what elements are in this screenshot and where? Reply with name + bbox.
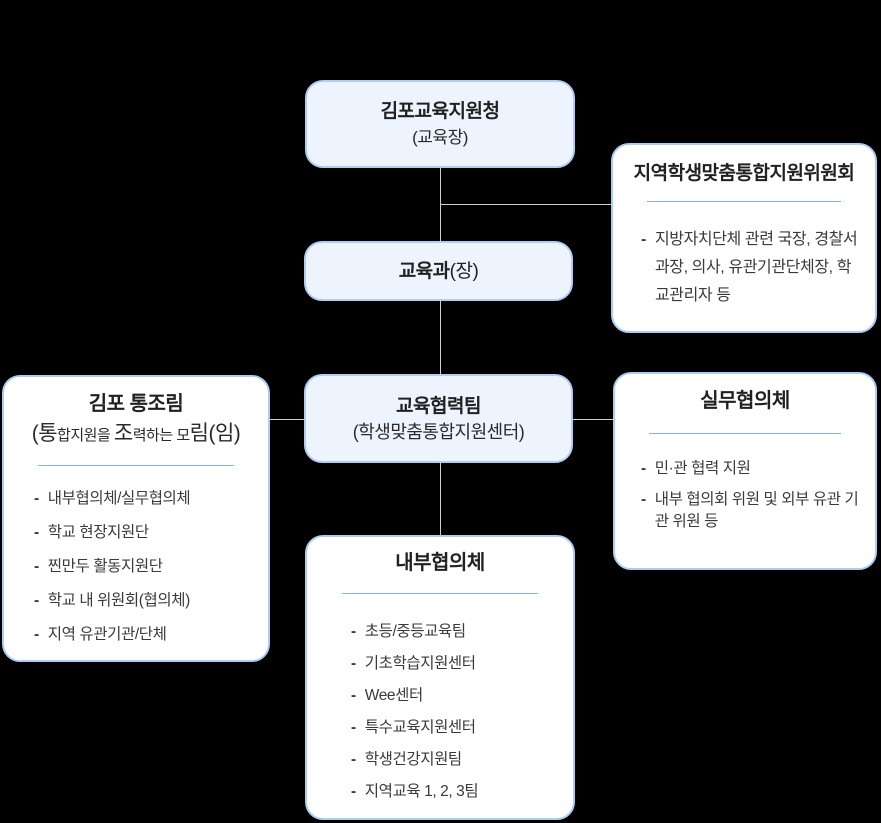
list-item: -내부 협의회 위원 및 외부 유관 기관 위원 등 xyxy=(641,489,861,533)
box-tongjorim: 김포 통조림 (통합지원을 조력하는 모림(임) -내부협의체/실무협의체-학교… xyxy=(2,375,270,662)
list-item: -초등/중등교육팀 xyxy=(351,621,573,643)
list-item: -학생건강지원팀 xyxy=(351,749,573,771)
box-working-council: 실무협의체 -민·관 협력 지원-내부 협의회 위원 및 외부 유관 기관 위원… xyxy=(613,372,877,570)
list-item-text: 초등/중등교육팀 xyxy=(364,623,466,640)
list-item: -지역교육 1, 2, 3팀 xyxy=(351,781,573,803)
bullet-dash: - xyxy=(641,460,646,477)
list-item: -내부협의체/실무협의체 xyxy=(34,488,268,510)
subtitle-segment: 모 xyxy=(176,427,190,444)
working-council-list: -민·관 협력 지원-내부 협의회 위원 및 외부 유관 기관 위원 등 xyxy=(615,458,875,533)
divider xyxy=(38,465,234,466)
box-education-division: 교육과(장) xyxy=(304,241,573,301)
office-subtitle: (교육장) xyxy=(412,128,468,147)
list-item-text: 지방자치단체 관련 국장, 경찰서 과장, 의사, 유관기관단체장, 학교관리자… xyxy=(654,231,858,304)
tongjorim-title: 김포 통조림 xyxy=(88,393,184,415)
connector-branch-committee xyxy=(440,204,611,205)
bullet-dash: - xyxy=(34,592,39,609)
list-item: -찐만두 활동지원단 xyxy=(34,556,268,578)
list-item-text: 내부 협의회 위원 및 외부 유관 기관 위원 등 xyxy=(654,491,859,530)
list-item: -지역 유관기관/단체 xyxy=(34,624,268,646)
bullet-dash: - xyxy=(351,783,356,800)
division-title-paren: (장) xyxy=(449,260,479,282)
subtitle-segment: 조 xyxy=(113,422,133,445)
internal-council-title: 내부협의체 xyxy=(395,552,485,574)
subtitle-segment: (통 xyxy=(31,422,58,445)
list-item: -특수교육지원센터 xyxy=(351,717,573,739)
list-item-text: 찐만두 활동지원단 xyxy=(47,558,163,575)
bullet-dash: - xyxy=(351,687,356,704)
subtitle-segment: 합지원을 xyxy=(57,427,114,444)
list-item: -기초학습지원센터 xyxy=(351,653,573,675)
working-council-title: 실무협의체 xyxy=(700,390,790,412)
list-item: -학교 내 위원회(협의체) xyxy=(34,590,268,612)
subtitle-segment: 력하는 xyxy=(132,427,177,444)
cooperation-team-title: 교육협력팀 xyxy=(396,395,481,417)
divider xyxy=(648,433,842,434)
connector-coop-internal xyxy=(440,463,441,535)
list-item-text: 지역교육 1, 2, 3팀 xyxy=(364,783,479,800)
subtitle-segment: 림(임) xyxy=(189,422,241,445)
bullet-dash: - xyxy=(351,751,356,768)
regional-committee-list: -지방자치단체 관련 국장, 경찰서 과장, 의사, 유관기관단체장, 학교관리… xyxy=(613,226,875,310)
list-item-text: 민·관 협력 지원 xyxy=(654,460,751,477)
divider xyxy=(647,201,841,202)
list-item: -학교 현장지원단 xyxy=(34,522,268,544)
bullet-dash: - xyxy=(351,719,356,736)
bullet-dash: - xyxy=(34,490,39,507)
connector-branch-working xyxy=(573,419,613,420)
list-item-text: 학교 현장지원단 xyxy=(47,524,149,541)
list-item: -지방자치단체 관련 국장, 경찰서 과장, 의사, 유관기관단체장, 학교관리… xyxy=(641,226,859,310)
list-item-text: 학교 내 위원회(협의체) xyxy=(47,592,190,609)
list-item-text: 특수교육지원센터 xyxy=(364,719,476,736)
regional-committee-title: 지역학생맞춤통합지원위원회 xyxy=(633,163,855,184)
bullet-dash: - xyxy=(351,623,356,640)
division-title-bold: 교육과 xyxy=(398,260,450,282)
list-item-text: Wee센터 xyxy=(364,687,424,704)
connector-division-coop xyxy=(440,301,441,374)
list-item-text: 내부협의체/실무협의체 xyxy=(47,490,191,507)
tongjorim-subtitle: (통합지원을 조력하는 모림(임) xyxy=(4,419,268,451)
internal-council-list: -초등/중등교육팀-기초학습지원센터-Wee센터-특수교육지원센터-학생건강지원… xyxy=(307,621,573,803)
cooperation-team-subtitle: (학생맞춤통합지원센터) xyxy=(352,421,525,442)
list-item: -Wee센터 xyxy=(351,685,573,707)
bullet-dash: - xyxy=(641,491,646,508)
box-internal-council: 내부협의체 -초등/중등교육팀-기초학습지원센터-Wee센터-특수교육지원센터-… xyxy=(305,535,575,820)
tongjorim-list: -내부협의체/실무협의체-학교 현장지원단-찐만두 활동지원단-학교 내 위원회… xyxy=(4,488,268,646)
list-item: -민·관 협력 지원 xyxy=(641,458,861,480)
box-education-office: 김포교육지원청 (교육장) xyxy=(305,80,575,168)
divider xyxy=(341,593,539,594)
box-cooperation-team: 교육협력팀 (학생맞춤통합지원센터) xyxy=(304,374,573,463)
bullet-dash: - xyxy=(641,231,646,248)
list-item-text: 지역 유관기관/단체 xyxy=(47,626,167,643)
office-title: 김포교육지원청 xyxy=(380,101,500,122)
list-item-text: 학생건강지원팀 xyxy=(364,751,462,768)
bullet-dash: - xyxy=(34,524,39,541)
list-item-text: 기초학습지원센터 xyxy=(364,655,476,672)
bullet-dash: - xyxy=(351,655,356,672)
education-division-title: 교육과(장) xyxy=(399,258,479,285)
bullet-dash: - xyxy=(34,558,39,575)
connector-branch-tongjorim xyxy=(270,419,304,420)
bullet-dash: - xyxy=(34,626,39,643)
box-regional-committee: 지역학생맞춤통합지원위원회 -지방자치단체 관련 국장, 경찰서 과장, 의사,… xyxy=(611,143,877,333)
